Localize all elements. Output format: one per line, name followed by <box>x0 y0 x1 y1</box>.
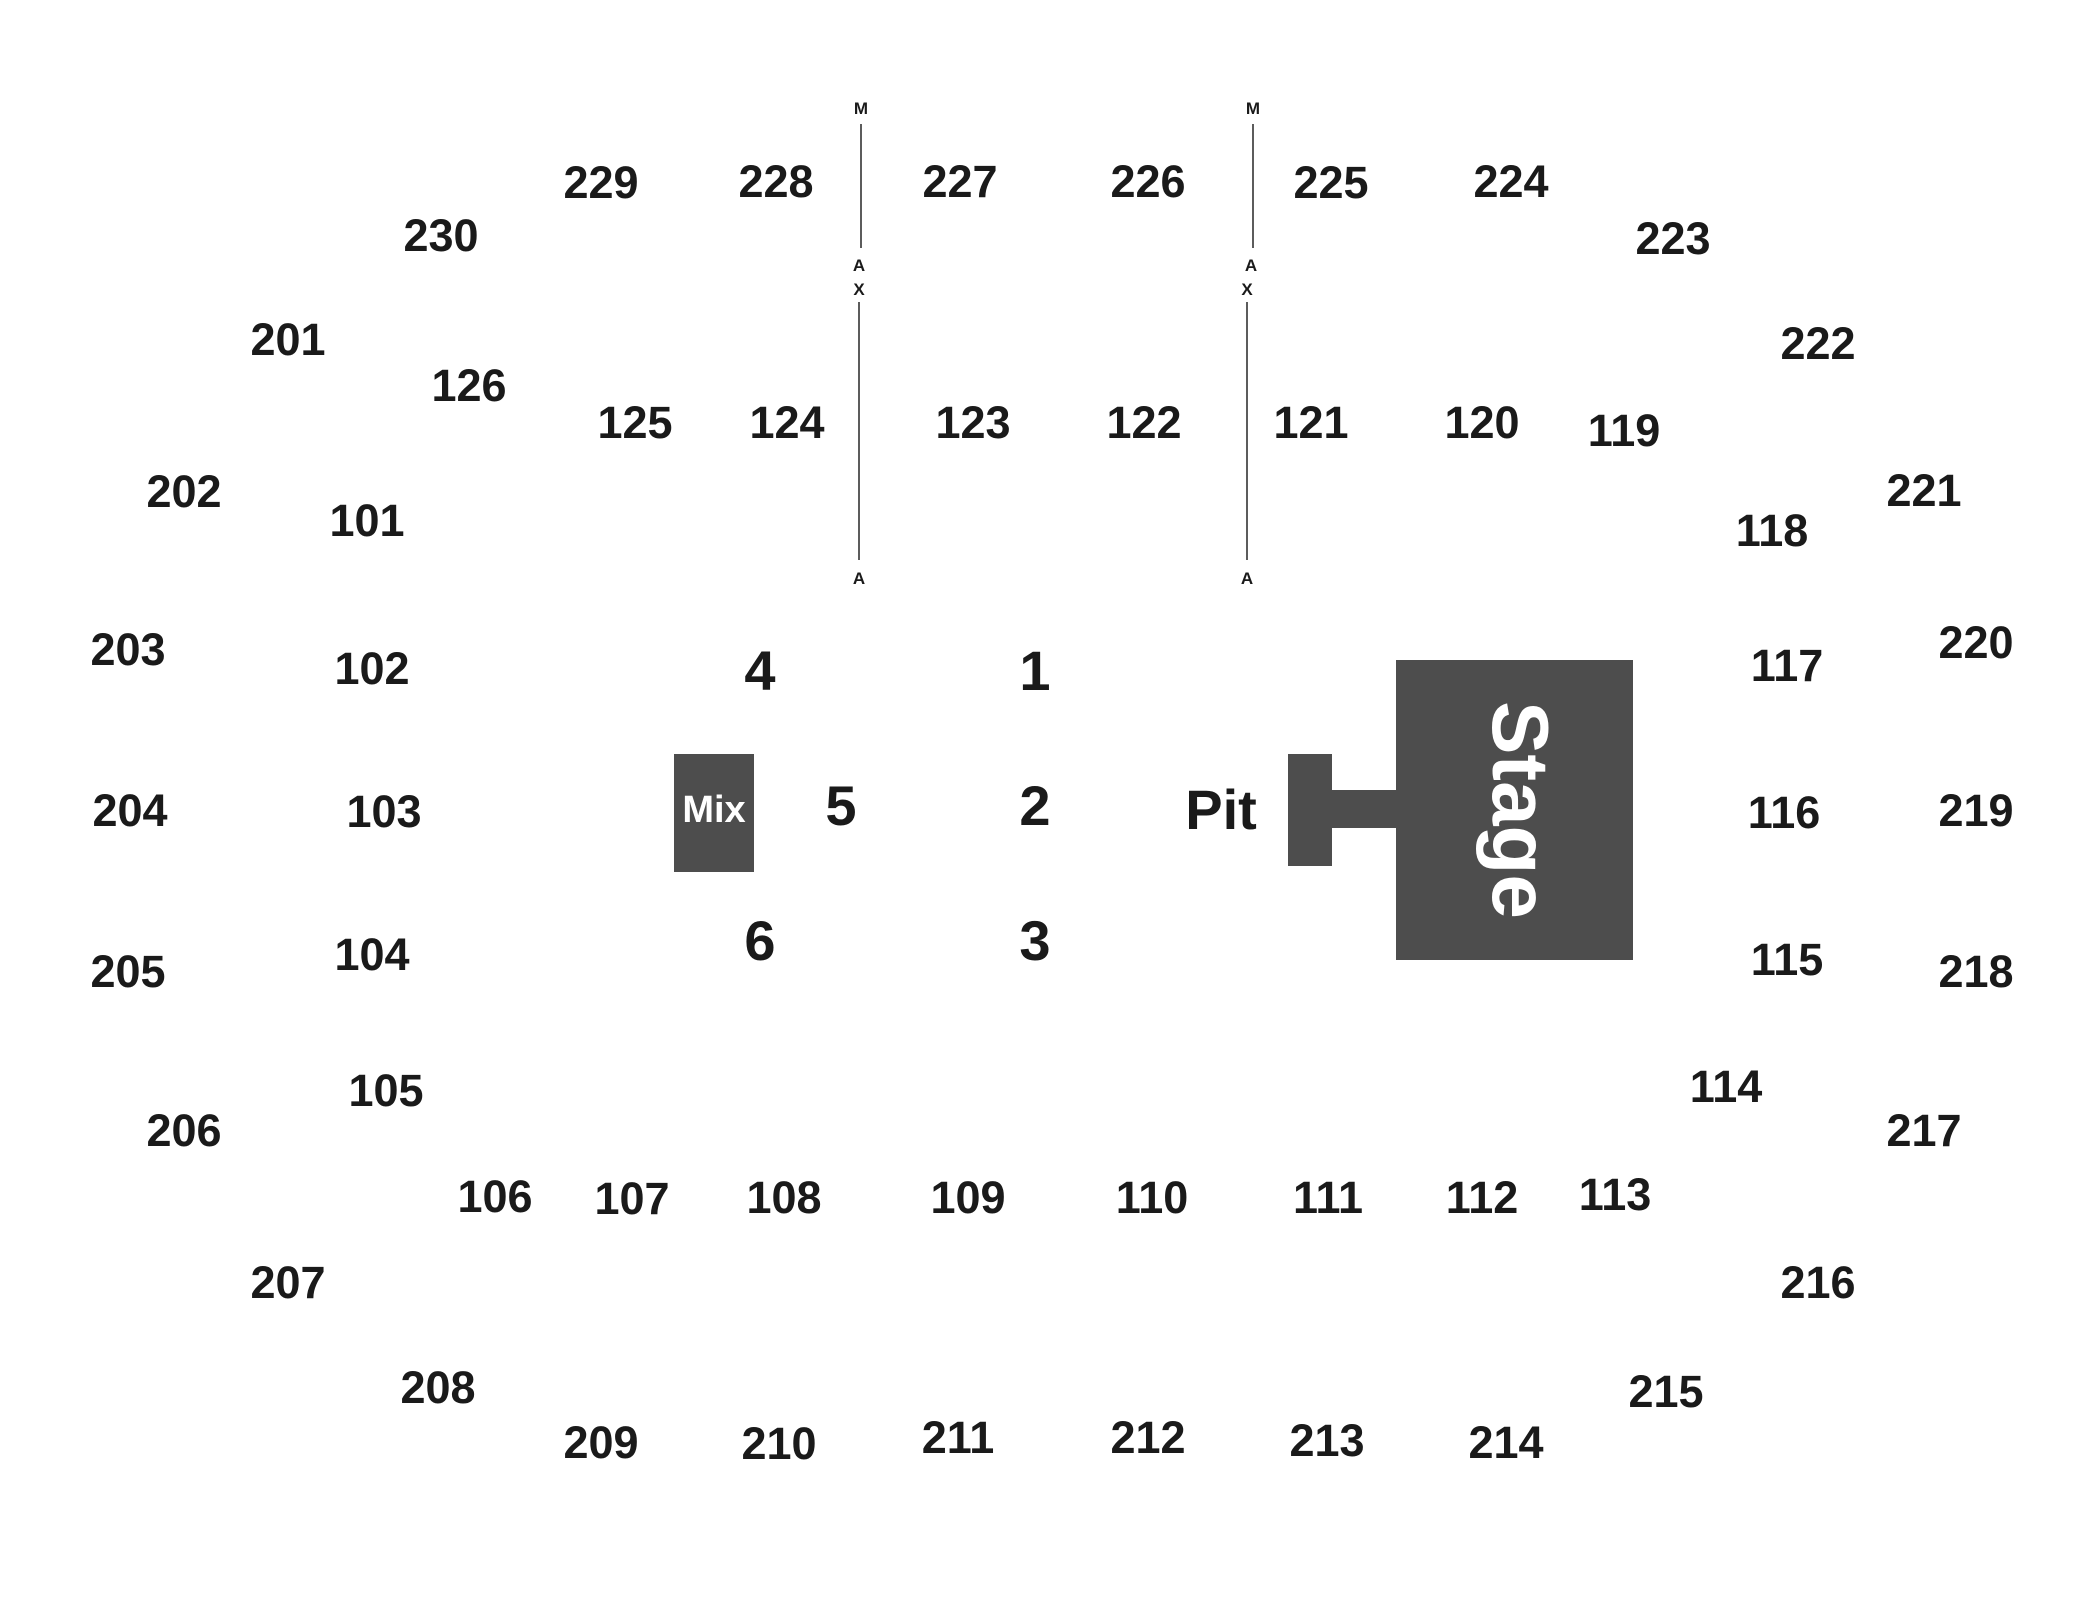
pit-shape <box>1288 754 1332 866</box>
section-230[interactable]: 230 <box>403 210 478 261</box>
section-219[interactable]: 219 <box>1938 785 2013 836</box>
section-121[interactable]: 121 <box>1273 397 1348 448</box>
floor-section-5[interactable]: 5 <box>825 774 856 837</box>
section-222[interactable]: 222 <box>1780 318 1855 369</box>
section-213[interactable]: 213 <box>1289 1415 1364 1466</box>
aisle-letter-x: X <box>853 280 865 299</box>
aisle-marker-right: M A X A <box>1241 99 1260 588</box>
section-211[interactable]: 211 <box>922 1412 995 1463</box>
section-109[interactable]: 109 <box>930 1172 1005 1223</box>
section-103[interactable]: 103 <box>346 786 421 837</box>
aisle-letter-a: A <box>853 256 865 275</box>
section-226[interactable]: 226 <box>1110 156 1185 207</box>
section-217[interactable]: 217 <box>1886 1105 1961 1156</box>
section-220[interactable]: 220 <box>1938 617 2013 668</box>
section-203[interactable]: 203 <box>90 624 165 675</box>
section-225[interactable]: 225 <box>1293 157 1368 208</box>
mix-booth-shape <box>674 754 754 872</box>
section-122[interactable]: 122 <box>1106 397 1181 448</box>
section-104[interactable]: 104 <box>334 929 409 980</box>
section-221[interactable]: 221 <box>1886 465 1961 516</box>
pit-label[interactable]: Pit <box>1185 778 1257 841</box>
section-208[interactable]: 208 <box>400 1362 475 1413</box>
mix-booth[interactable]: Mix <box>674 754 754 872</box>
section-224[interactable]: 224 <box>1473 156 1548 207</box>
aisle-letter-a: A <box>853 569 865 588</box>
section-209[interactable]: 209 <box>563 1417 638 1468</box>
section-216[interactable]: 216 <box>1780 1257 1855 1308</box>
section-115[interactable]: 115 <box>1751 934 1824 985</box>
section-119[interactable]: 119 <box>1588 405 1661 456</box>
aisle-letter-x: X <box>1241 280 1253 299</box>
section-110[interactable]: 110 <box>1116 1172 1189 1223</box>
section-215[interactable]: 215 <box>1628 1366 1703 1417</box>
section-212[interactable]: 212 <box>1110 1412 1185 1463</box>
section-112[interactable]: 112 <box>1446 1172 1519 1223</box>
section-113[interactable]: 113 <box>1579 1169 1652 1220</box>
section-105[interactable]: 105 <box>348 1065 423 1116</box>
section-107[interactable]: 107 <box>594 1173 669 1224</box>
section-120[interactable]: 120 <box>1444 397 1519 448</box>
section-202[interactable]: 202 <box>146 466 221 517</box>
floor-section-4[interactable]: 4 <box>744 639 775 702</box>
section-223[interactable]: 223 <box>1635 213 1710 264</box>
aisle-letter-a: A <box>1245 256 1257 275</box>
section-207[interactable]: 207 <box>250 1257 325 1308</box>
floor-sections: 1 2 3 4 5 6 <box>744 639 1050 972</box>
section-114[interactable]: 114 <box>1690 1061 1763 1112</box>
stage-runway <box>1330 790 1396 828</box>
section-214[interactable]: 214 <box>1468 1417 1543 1468</box>
section-106[interactable]: 106 <box>457 1171 532 1222</box>
section-101[interactable]: 101 <box>329 495 404 546</box>
section-206[interactable]: 206 <box>146 1105 221 1156</box>
stage-shape <box>1396 660 1633 960</box>
section-229[interactable]: 229 <box>563 157 638 208</box>
aisle-letter-m: M <box>1246 99 1260 118</box>
section-125[interactable]: 125 <box>597 397 672 448</box>
section-228[interactable]: 228 <box>738 156 813 207</box>
floor-section-3[interactable]: 3 <box>1019 909 1050 972</box>
section-102[interactable]: 102 <box>334 643 409 694</box>
section-201[interactable]: 201 <box>250 314 325 365</box>
mix-label: Mix <box>682 789 745 831</box>
section-218[interactable]: 218 <box>1938 946 2013 997</box>
aisle-letter-m: M <box>854 99 868 118</box>
lower-level-sections: 101 102 103 104 105 106 107 108 109 110 111 112 113 1… <box>329 360 1823 1224</box>
stage-label: Stage <box>1476 701 1565 919</box>
section-111[interactable]: 111 <box>1293 1172 1363 1223</box>
section-126[interactable]: 126 <box>431 360 506 411</box>
section-123[interactable]: 123 <box>935 397 1010 448</box>
floor-section-6[interactable]: 6 <box>744 909 775 972</box>
floor-section-2[interactable]: 2 <box>1019 774 1050 837</box>
section-116[interactable]: 116 <box>1748 787 1821 838</box>
section-117[interactable]: 117 <box>1751 640 1824 691</box>
section-205[interactable]: 205 <box>90 946 165 997</box>
aisle-letter-a: A <box>1241 569 1253 588</box>
floor-section-1[interactable]: 1 <box>1019 639 1050 702</box>
stage-area[interactable]: Stage <box>1288 660 1633 960</box>
section-210[interactable]: 210 <box>741 1418 816 1469</box>
section-227[interactable]: 227 <box>922 156 997 207</box>
aisle-marker-left: M A X A <box>853 99 868 588</box>
section-108[interactable]: 108 <box>746 1172 821 1223</box>
section-118[interactable]: 118 <box>1736 505 1809 556</box>
section-124[interactable]: 124 <box>749 397 824 448</box>
section-204[interactable]: 204 <box>92 785 167 836</box>
